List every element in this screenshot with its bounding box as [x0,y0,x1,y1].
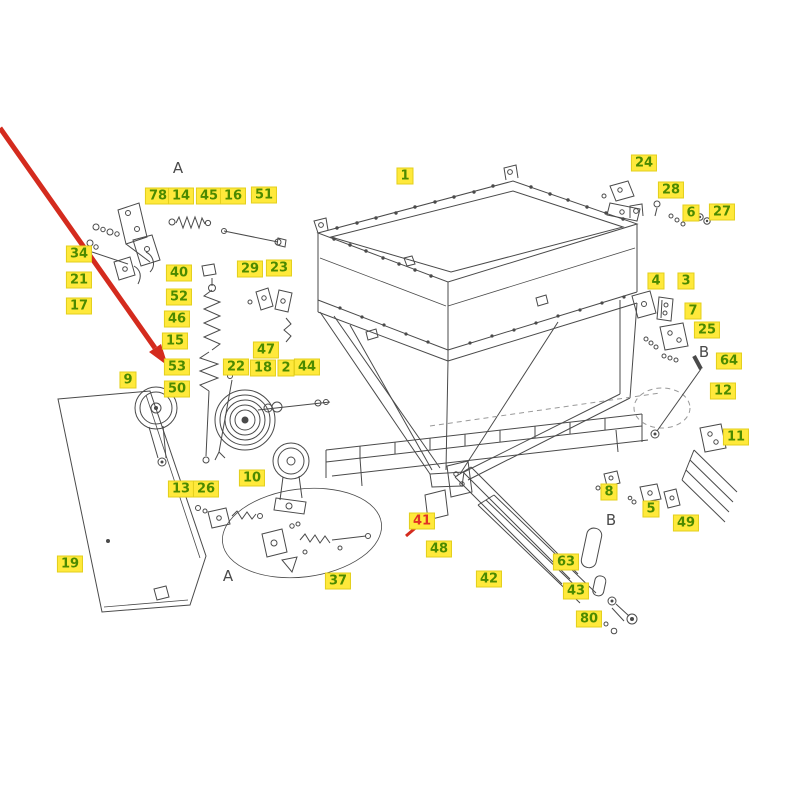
part-label-5[interactable]: 5 [642,500,660,518]
part-label-12[interactable]: 12 [709,382,737,400]
part-label-14[interactable]: 14 [167,187,195,205]
part-label-49[interactable]: 49 [672,514,700,532]
section-letter-B: B [698,343,710,361]
pulleys [134,386,331,515]
part-label-29[interactable]: 29 [236,260,264,278]
part-label-28[interactable]: 28 [657,181,685,199]
section-letter-A: A [172,159,184,177]
part-label-23[interactable]: 23 [265,259,293,277]
part-label-16[interactable]: 16 [219,187,247,205]
part-label-51[interactable]: 51 [250,186,278,204]
part-label-10[interactable]: 10 [238,469,266,487]
part-label-42[interactable]: 42 [475,570,503,588]
part-label-24[interactable]: 24 [630,154,658,172]
part-label-18[interactable]: 18 [249,359,277,377]
part-label-44[interactable]: 44 [293,358,321,376]
red-arrow [0,126,168,366]
part-label-9[interactable]: 9 [119,371,137,389]
part-label-40[interactable]: 40 [165,264,193,282]
bottom-right-parts [580,527,638,635]
construction-lines [429,387,691,429]
part-label-2[interactable]: 2 [277,359,295,377]
side-cover-panel [57,390,207,613]
top-left-bracket-assembly [92,202,287,273]
part-label-63[interactable]: 63 [552,553,580,571]
part-label-37[interactable]: 37 [324,572,352,590]
right-side-parts [595,180,738,523]
grain-tank-body [313,164,644,488]
left-edge-parts [86,239,141,285]
part-label-22[interactable]: 22 [222,358,250,376]
part-label-7[interactable]: 7 [684,302,702,320]
frame-rails [325,413,649,487]
part-label-34[interactable]: 34 [65,245,93,263]
part-label-41[interactable]: 41 [408,512,436,530]
part-label-25[interactable]: 25 [693,321,721,339]
part-label-47[interactable]: 47 [252,341,280,359]
part-label-11[interactable]: 11 [722,428,750,446]
part-label-4[interactable]: 4 [647,272,665,290]
tension-springs [198,263,233,464]
part-label-53[interactable]: 53 [163,358,191,376]
section-letter-A: A [222,567,234,585]
fork-tines [424,460,597,604]
linkage-parts [195,505,263,529]
part-label-27[interactable]: 27 [708,203,736,221]
part-label-80[interactable]: 80 [575,610,603,628]
part-label-1[interactable]: 1 [396,167,414,185]
part-label-21[interactable]: 21 [65,271,93,289]
part-label-13[interactable]: 13 [167,480,195,498]
part-label-19[interactable]: 19 [56,555,84,573]
hinge-parts [247,287,293,343]
part-label-45[interactable]: 45 [195,187,223,205]
lasso-detail-group [222,487,382,579]
part-label-52[interactable]: 52 [165,288,193,306]
part-label-26[interactable]: 26 [192,480,220,498]
part-label-48[interactable]: 48 [425,540,453,558]
part-label-15[interactable]: 15 [161,332,189,350]
part-label-50[interactable]: 50 [163,380,191,398]
part-label-3[interactable]: 3 [677,272,695,290]
part-label-43[interactable]: 43 [562,582,590,600]
part-label-17[interactable]: 17 [65,297,93,315]
section-letter-B: B [605,511,617,529]
part-label-6[interactable]: 6 [682,204,700,222]
part-label-8[interactable]: 8 [600,483,618,501]
part-label-64[interactable]: 64 [715,352,743,370]
part-label-46[interactable]: 46 [163,310,191,328]
